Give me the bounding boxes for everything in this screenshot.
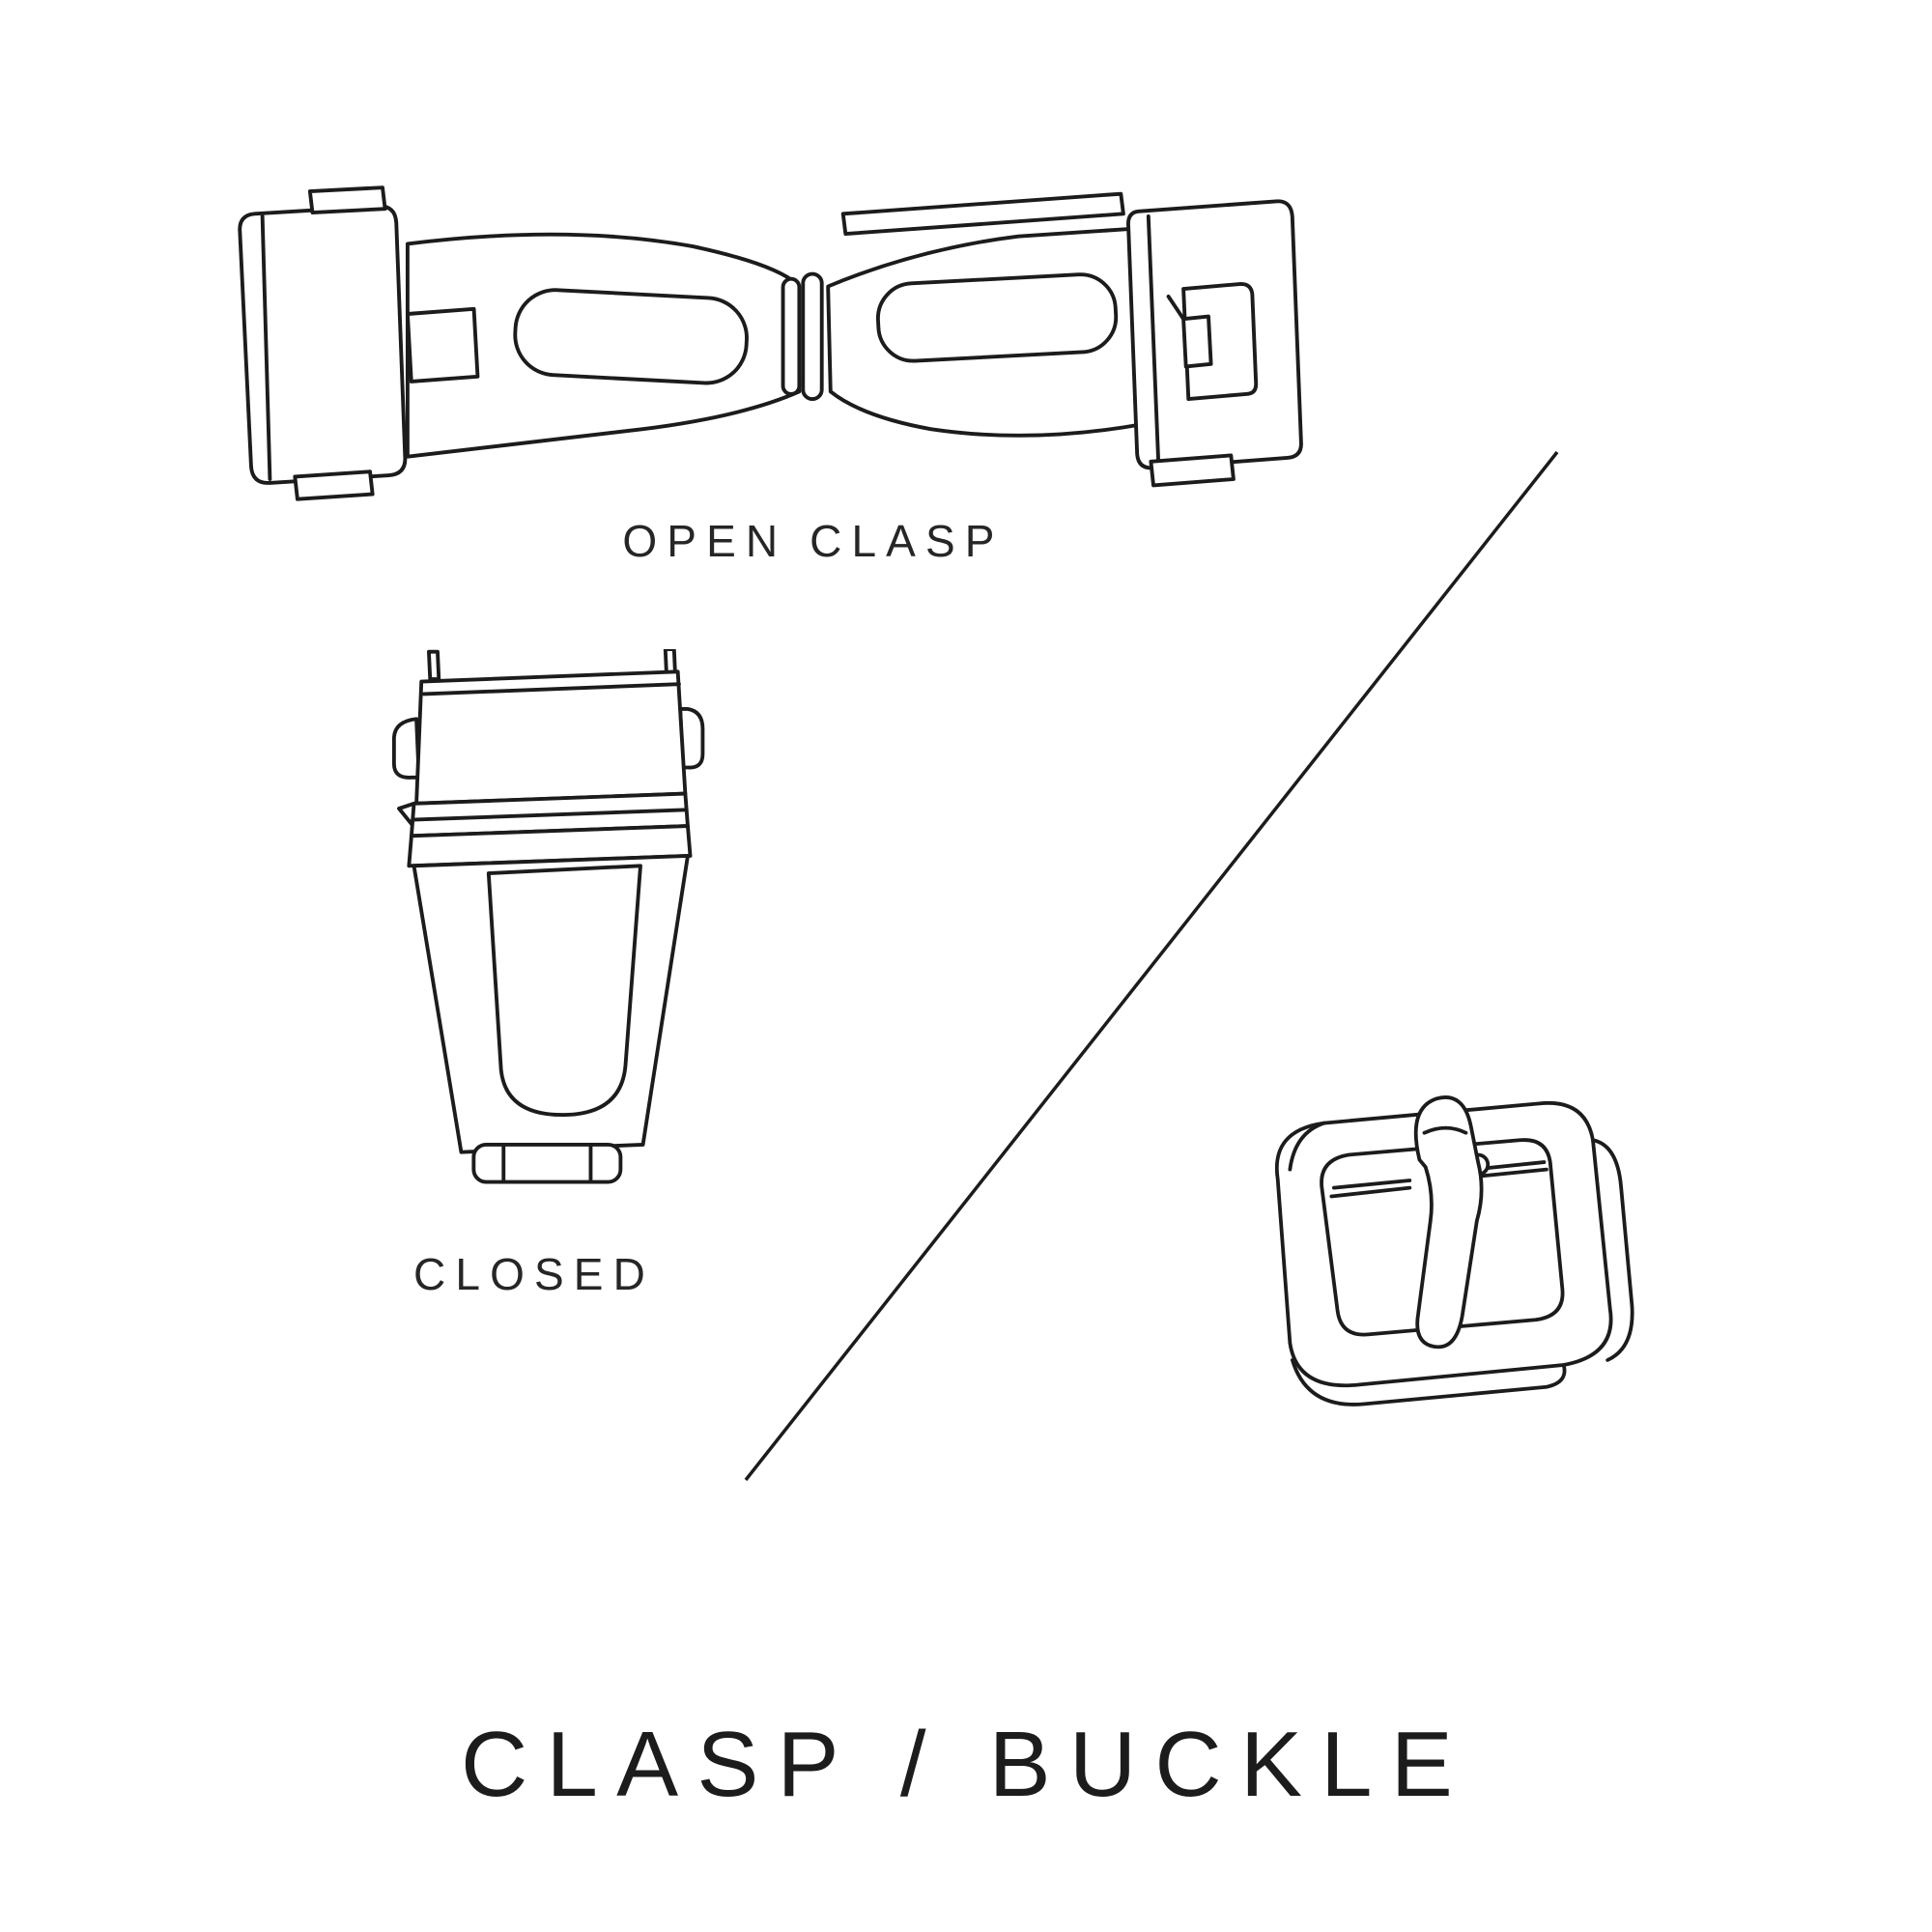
open-clasp-label: OPEN CLASP (622, 516, 1005, 566)
closed-clasp-illustration (391, 649, 705, 1184)
closed-clasp-foot (471, 1142, 623, 1184)
tang-buckle-illustration (1274, 1095, 1634, 1406)
diagram-title: CLASP / BUCKLE (460, 1713, 1472, 1816)
closed-clasp-label: CLOSED (413, 1249, 655, 1299)
buckle-tongue (1413, 1095, 1484, 1350)
open-clasp-hinge (781, 276, 802, 396)
open-clasp-illustration (238, 185, 1303, 501)
open-clasp-left-cover (238, 204, 408, 485)
